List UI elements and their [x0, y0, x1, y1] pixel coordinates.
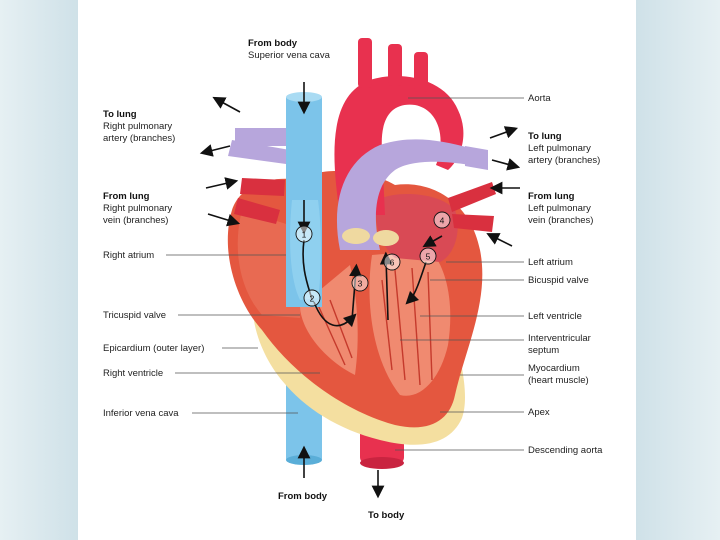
arrow-la-in [422, 235, 443, 248]
label-to-lung-left: To lung [528, 131, 562, 142]
step-4-label: 4 [440, 216, 445, 226]
label-from-lung-left: From lung [528, 191, 575, 202]
label-from-lung-right: From lung [103, 191, 150, 202]
arrow-from-lung-r1 [205, 177, 239, 190]
arrow-lung-r2 [199, 144, 231, 157]
label-from-body-top: From body [248, 38, 298, 49]
arrow-lung-l1 [489, 126, 519, 139]
label-myocardium-1: Myocardium [528, 363, 580, 374]
label-right-pulmonary-artery-1: Right pulmonary [103, 121, 172, 132]
arrow-rv-path [313, 301, 357, 328]
label-right-ventricle: Right ventricle [103, 368, 163, 379]
left-ventricle-chamber [369, 250, 451, 396]
descending-aorta-opening [360, 457, 404, 469]
arrow-lung-l2 [491, 158, 521, 171]
step-4-marker [433, 211, 451, 229]
arrow-from-lung-r2 [207, 213, 241, 227]
step-2-label: 2 [310, 294, 315, 304]
step-1-label: 1 [302, 230, 307, 240]
label-apex: Apex [528, 407, 550, 418]
arrow-lung-r1 [212, 96, 241, 113]
step-2-marker [303, 289, 321, 307]
label-left-ventricle: Left ventricle [528, 311, 582, 322]
step-markers: 1 2 3 4 5 6 [295, 211, 451, 307]
step-1-marker [295, 225, 313, 243]
left-atrium [375, 194, 458, 262]
label-bicuspid-valve: Bicuspid valve [528, 275, 589, 286]
label-epicardium: Epicardium (outer layer) [103, 343, 204, 354]
label-left-pulmonary-artery-1: Left pulmonary [528, 143, 591, 154]
label-interventricular-septum-1: Interventricular [528, 333, 591, 344]
aortic-branches [358, 38, 428, 92]
left-pulmonary-artery [465, 146, 488, 170]
trabeculae [317, 267, 433, 386]
label-right-pulmonary-artery-2: artery (branches) [103, 133, 175, 144]
label-to-body: To body [368, 510, 405, 521]
label-left-pulmonary-artery-2: artery (branches) [528, 155, 600, 166]
label-right-pulmonary-vein-1: Right pulmonary [103, 203, 172, 214]
step-3-marker [351, 274, 369, 292]
label-left-pulmonary-vein-2: vein (branches) [528, 215, 593, 226]
leader-lines [166, 97, 524, 451]
arrow-lv-up [379, 251, 393, 321]
right-ventricle-chamber [300, 265, 358, 375]
arrow-la-down [405, 261, 427, 305]
label-tricuspid-valve: Tricuspid valve [103, 310, 166, 321]
step-6-label: 6 [390, 258, 395, 268]
label-aorta: Aorta [528, 93, 551, 104]
step-5-label: 5 [426, 252, 431, 262]
right-pulmonary-veins [234, 178, 285, 224]
left-margin [0, 0, 78, 540]
aortic-valve [373, 230, 399, 246]
left-pulmonary-veins [448, 182, 496, 232]
label-right-atrium: Right atrium [103, 250, 154, 261]
label-left-atrium: Left atrium [528, 257, 573, 268]
label-left-pulmonary-vein-1: Left pulmonary [528, 203, 591, 214]
step-3-label: 3 [358, 279, 363, 289]
step-5-marker [419, 247, 437, 265]
label-superior-vena-cava: Superior vena cava [248, 50, 331, 61]
label-myocardium-2: (heart muscle) [528, 375, 589, 386]
right-margin [636, 0, 720, 540]
label-to-lung-right: To lung [103, 109, 137, 120]
label-from-body-bottom: From body [278, 491, 328, 502]
arrow-from-lung-l2 [486, 233, 513, 247]
pulmonary-trunk [336, 139, 470, 250]
right-pulmonary-artery [228, 128, 290, 164]
label-descending-aorta: Descending aorta [528, 445, 603, 456]
label-interventricular-septum-2: septum [528, 345, 559, 356]
label-right-pulmonary-vein-2: vein (branches) [103, 215, 168, 226]
pulmonary-valve [342, 228, 370, 244]
label-inferior-vena-cava: Inferior vena cava [103, 408, 179, 419]
step-6-marker [383, 253, 401, 271]
